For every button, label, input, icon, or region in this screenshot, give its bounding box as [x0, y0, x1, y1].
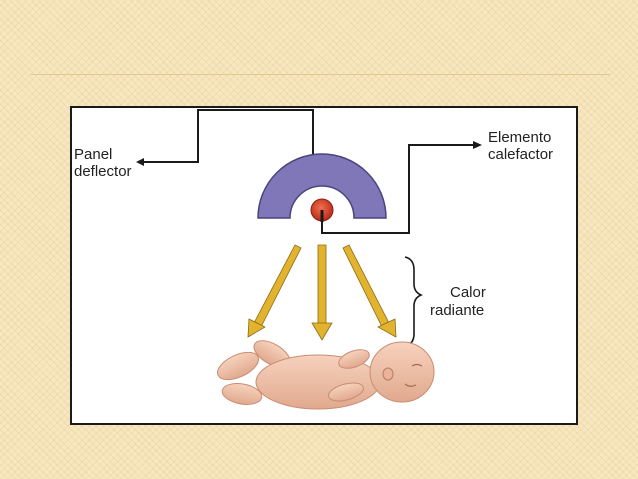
label-radiant-heat-line2: radiante — [430, 302, 485, 319]
diagram-canvas — [136, 109, 482, 410]
radiant-heat-arrow-right — [342, 244, 397, 338]
label-radiant-heat-line1: Calor — [450, 284, 486, 301]
heat-brace — [404, 256, 424, 347]
baby-illustration — [217, 340, 435, 410]
label-panel-deflector-line1: Panel — [74, 146, 113, 163]
radiant-warmer-diagram: Panel deflector Elemento calefactor Calo… — [70, 106, 578, 425]
label-panel-deflector-line2: deflector — [74, 163, 132, 180]
heating-element-stem — [320, 210, 324, 222]
label-heating-element-line1: Elemento — [488, 129, 552, 146]
label-heating-element-line2: calefactor — [488, 146, 554, 163]
radiant-heat-arrow-center — [311, 244, 333, 341]
radiant-heat-arrow-left — [247, 244, 302, 338]
heater-leader-line — [321, 141, 482, 234]
header-divider — [30, 74, 610, 75]
deflector-panel — [257, 153, 387, 219]
deflector-leader-line — [136, 109, 314, 166]
